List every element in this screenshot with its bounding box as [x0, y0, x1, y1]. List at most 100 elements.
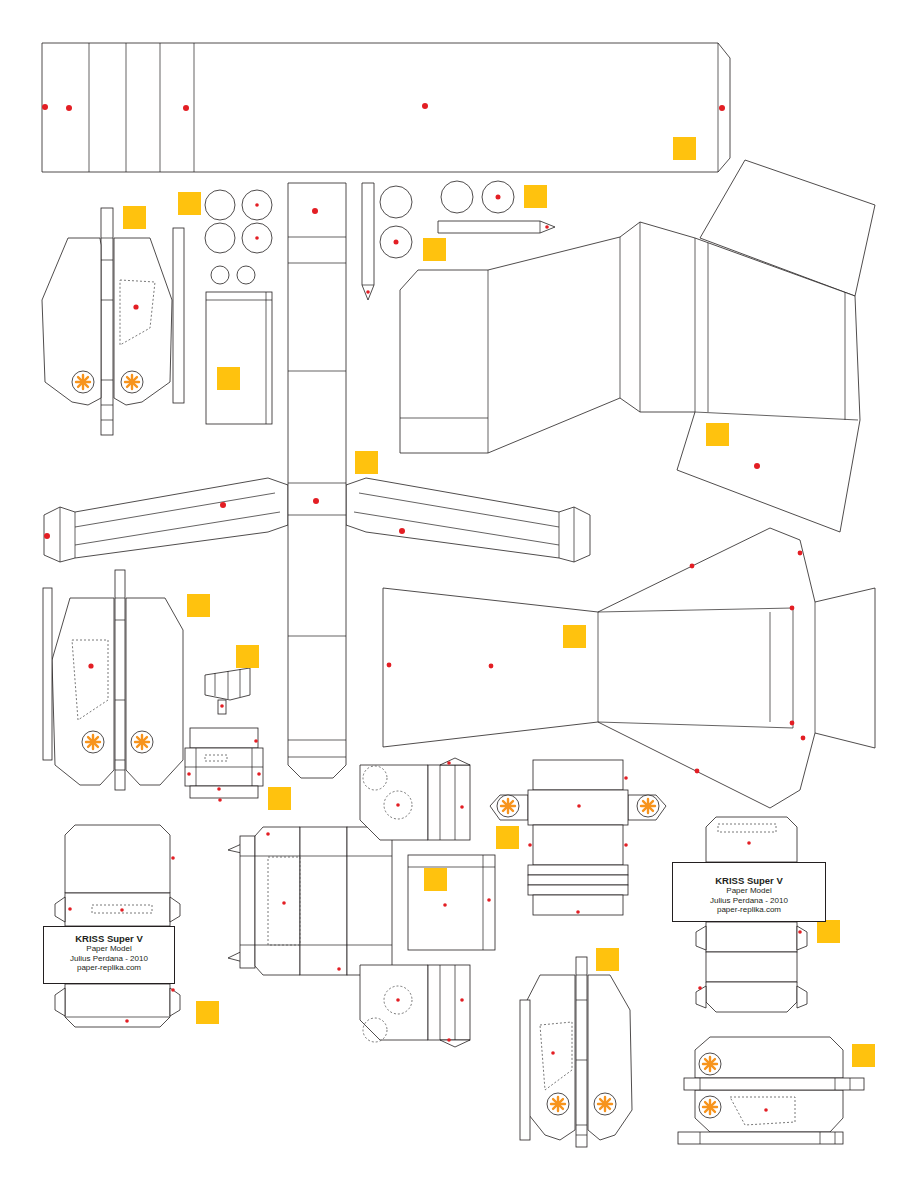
cut-outline: [101, 208, 113, 435]
glue-area: [92, 905, 152, 913]
cut-outline: [628, 795, 666, 820]
cut-circle: [699, 1053, 721, 1075]
fold-line: [288, 757, 346, 758]
part-marker: [355, 451, 378, 474]
panel-text-group: KRISS Super VPaper ModelJulius Perdana -…: [710, 875, 788, 915]
cut-outline: [490, 795, 528, 820]
fold-line: [700, 1078, 701, 1090]
cut-circle: [637, 795, 659, 817]
fold-line: [455, 965, 456, 1040]
glue-area: [120, 280, 155, 345]
model-title: KRISS Super V: [710, 875, 788, 886]
glue-circle: [363, 1018, 387, 1042]
glue-circle: [363, 766, 387, 790]
glue-dot: [66, 105, 72, 111]
glue-circle: [384, 986, 412, 1014]
label-panel: KRISS Super VPaper ModelJulius Perdana -…: [672, 862, 826, 922]
part-marker: [817, 920, 840, 943]
glue-dot: [798, 930, 802, 934]
part-marker: [496, 826, 519, 849]
fold-line: [620, 237, 621, 398]
cut-outline: [170, 988, 180, 1016]
glue-dot: [577, 804, 581, 808]
fold-line: [288, 371, 346, 372]
glue-area: [205, 755, 227, 761]
fold-line: [815, 602, 816, 733]
cut-outline: [695, 1037, 843, 1078]
asterisk-symbol: [553, 1099, 563, 1109]
cut-outline: [528, 875, 628, 885]
glue-circle: [384, 791, 412, 819]
model-title: KRISS Super V: [70, 933, 148, 944]
glue-dot: [171, 988, 175, 992]
glue-dot: [747, 841, 751, 845]
fold-line: [185, 767, 263, 768]
fold-line: [194, 43, 195, 172]
cut-circle: [237, 266, 255, 284]
cut-outline: [346, 478, 590, 562]
fold-line: [850, 1078, 851, 1090]
glue-dot: [551, 1051, 555, 1055]
cut-circle: [242, 190, 272, 220]
fold-line: [160, 43, 161, 172]
cut-outline: [428, 765, 470, 840]
glue-dot: [120, 908, 124, 912]
cut-outline: [706, 922, 797, 952]
fold-line: [640, 222, 641, 412]
glue-dot: [337, 967, 341, 971]
fold-line: [483, 855, 484, 950]
part-marker: [178, 192, 201, 215]
fold-line: [540, 221, 541, 233]
glue-dot: [266, 832, 270, 836]
cut-outline: [347, 827, 392, 975]
part-marker: [673, 137, 696, 160]
part-marker: [706, 423, 729, 446]
glue-dot: [217, 787, 221, 791]
cut-outline: [576, 957, 587, 1147]
fold-line: [598, 722, 793, 728]
glue-dot: [183, 105, 189, 111]
glue-dot: [313, 498, 319, 504]
cut-outline: [42, 43, 730, 172]
fold-line: [288, 263, 346, 264]
cut-outline: [360, 765, 428, 840]
glue-dot: [187, 772, 191, 776]
glue-dot: [366, 290, 370, 294]
cut-outline: [65, 893, 170, 926]
glue-area: [268, 857, 300, 945]
asterisk-symbol: [643, 801, 653, 811]
glue-dot: [624, 843, 628, 847]
fold-line: [400, 418, 488, 419]
cut-circle: [547, 1093, 569, 1115]
fold-line: [695, 412, 858, 420]
cut-circle: [72, 371, 94, 393]
glue-dot: [125, 1019, 129, 1023]
cut-outline: [190, 786, 258, 798]
fold-line: [708, 243, 709, 412]
glue-dot: [220, 704, 224, 708]
glue-dot: [443, 903, 447, 907]
fold-line: [101, 380, 113, 381]
fold-line: [835, 1078, 836, 1090]
glue-area: [72, 640, 108, 720]
cut-outline: [400, 222, 860, 532]
cut-circle: [242, 223, 272, 253]
cut-outline: [362, 183, 374, 300]
fold-line: [75, 512, 76, 558]
cut-outline: [288, 183, 346, 778]
cut-outline: [440, 1040, 470, 1047]
fold-line: [700, 1132, 701, 1144]
glue-dot: [68, 907, 72, 911]
glue-dot: [171, 856, 175, 860]
fold-line: [206, 300, 272, 301]
fold-line: [362, 285, 374, 286]
cut-outline: [706, 952, 797, 982]
glue-dot: [218, 798, 222, 802]
glue-dot: [387, 663, 392, 668]
fold-line: [718, 43, 719, 172]
fold-line: [576, 1135, 587, 1136]
fold-line: [115, 760, 125, 761]
cut-circle: [380, 226, 412, 258]
